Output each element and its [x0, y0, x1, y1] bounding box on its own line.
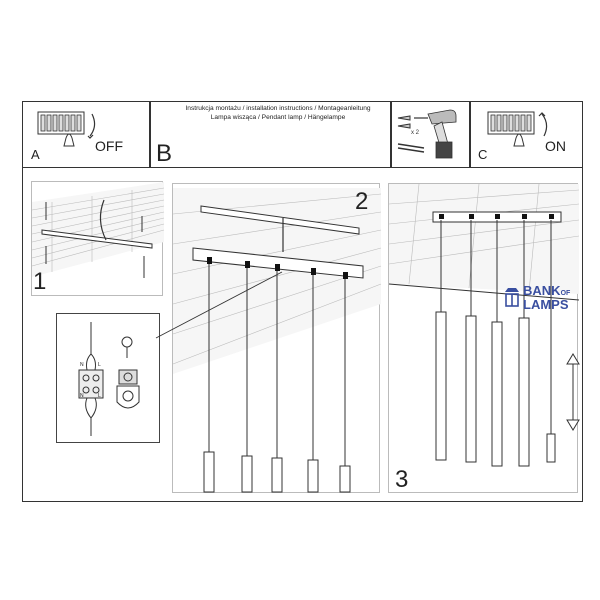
- instructions-line-1: Instrukcja montażu / installation instru…: [185, 105, 371, 112]
- wire-label-l-top: L: [98, 362, 101, 368]
- diagram-frame: [22, 167, 583, 502]
- bank-of-lamps-logo: BANKOF LAMPS: [503, 284, 593, 316]
- wire-label-l-bottom: L: [98, 393, 101, 399]
- step-c-label: C: [478, 147, 488, 162]
- header-divider-2: [390, 101, 392, 168]
- on-text: ON: [545, 138, 566, 154]
- wire-label-n-bottom: N: [80, 393, 84, 399]
- step-2-number: 2: [355, 188, 369, 215]
- wiring-detail-inset: [56, 313, 160, 443]
- instructions-title: Instrukcja montażu / installation instru…: [168, 104, 388, 122]
- step-1-panel: [31, 181, 165, 296]
- logo-line-2: LAMPS: [523, 297, 569, 312]
- step-b-label: B: [156, 140, 173, 167]
- logo-line-1: BANKOF: [523, 284, 570, 300]
- instructions-line-2: Lampa wisząca / Pendant lamp / Hängelamp…: [210, 114, 346, 121]
- header-divider-1: [149, 101, 151, 168]
- logo-word-of: OF: [560, 290, 571, 297]
- wire-label-n-top: N: [80, 362, 84, 368]
- lamp-logo-icon: [505, 288, 519, 307]
- off-text: OFF: [95, 138, 123, 154]
- screw-quantity: x 2: [411, 130, 420, 136]
- logo-word-bank: BANK: [523, 283, 561, 298]
- header-divider-3: [469, 101, 471, 168]
- step-a-label: A: [31, 147, 40, 162]
- fuse-box-off-illustration: [36, 108, 96, 148]
- fuse-box-on-illustration: [486, 108, 552, 148]
- step-1-number: 1: [33, 268, 47, 295]
- step-3-number: 3: [395, 466, 409, 493]
- step-3-panel: [388, 183, 580, 493]
- step-2-panel: [172, 183, 382, 493]
- drill-and-screws-illustration: [394, 104, 466, 164]
